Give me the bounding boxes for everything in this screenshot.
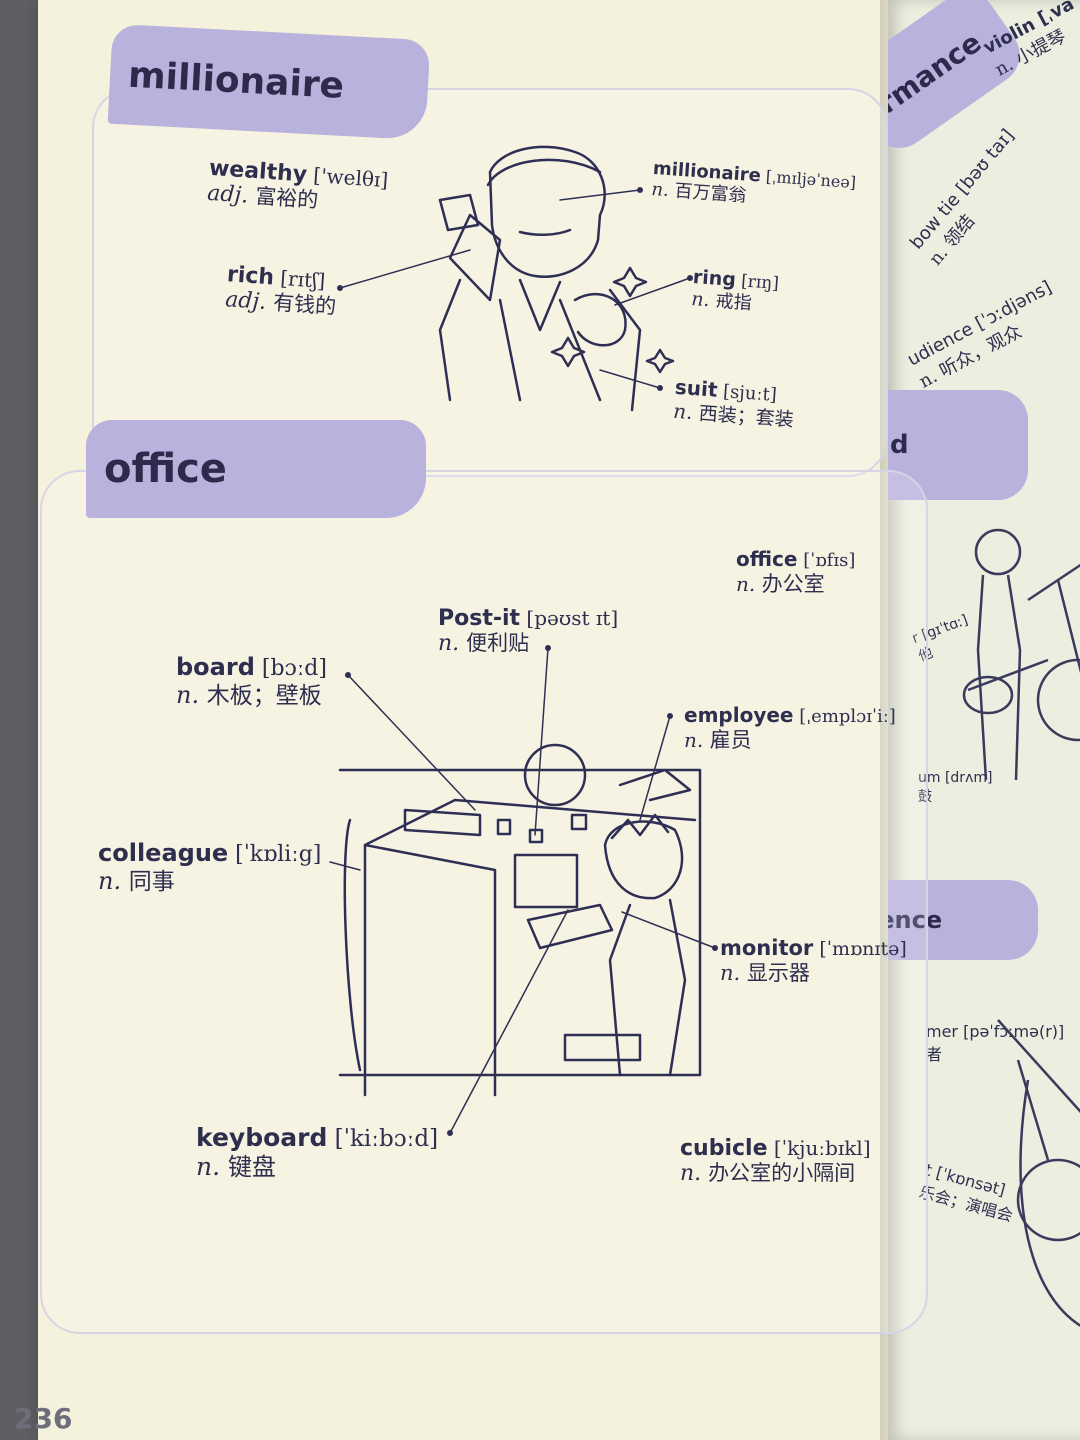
millionaire-tie (518, 278, 562, 332)
millionaire-head (488, 145, 606, 278)
sparkle-icon (645, 348, 675, 374)
word-drum: um [drʌm] 鼓 (918, 770, 993, 805)
right-page: rmance d ience violin [ˌva n. 小提琴 bow ti… (888, 0, 1080, 1440)
money-stack (448, 213, 502, 302)
post-it-note (528, 828, 544, 844)
word-colleague: colleague [ˈkɒliːg] n. 同事 (98, 839, 322, 895)
word-monitor: monitor [ˈmɒnɪtə] n. 显示器 (720, 936, 907, 985)
employee-head (603, 820, 684, 900)
right-tab-audience-label: ience (888, 906, 943, 934)
guitar-neck (967, 658, 1049, 692)
colleague-head (523, 743, 587, 807)
keyboard-icon (526, 903, 614, 950)
musician-body (976, 574, 1022, 781)
millionaire-section (92, 88, 888, 477)
right-tab-band-label: d (890, 430, 909, 460)
millionaire-hand (573, 292, 627, 347)
word-ring: ring [rɪŋ] n. 戒指 (690, 266, 780, 314)
colleague-body (343, 818, 362, 1072)
cubicle-illustration (338, 743, 702, 1097)
word-keyboard: keyboard [ˈkiːbɔːd] n. 键盘 (196, 1123, 439, 1181)
desk-chair (563, 1033, 642, 1062)
sparkle-icon (612, 266, 648, 298)
word-performer: mer [pəˈfɔːmə(r)] 者 (926, 1022, 1065, 1064)
word-board: board [bɔːd] n. 木板；壁板 (176, 653, 327, 709)
right-tab-audience: ience (888, 880, 1038, 960)
drum-stand (1027, 563, 1080, 674)
millionaire-illustration (438, 145, 675, 412)
post-it-note (570, 813, 588, 831)
banknote (438, 193, 480, 232)
word-cubicle: cubicle [ˈkjuːbɪkl] n. 办公室的小隔间 (680, 1136, 871, 1187)
monitor-icon (513, 853, 579, 909)
post-it-note (496, 818, 512, 836)
office-leader-lines (329, 647, 716, 1134)
cubicle-wall (363, 798, 697, 1097)
guitar-body (962, 675, 1014, 715)
word-suit: suit [sjuːt] n. 西装；套装 (672, 374, 795, 431)
office-title-tab: office (86, 420, 426, 518)
employee-hair (610, 813, 670, 840)
right-page-illustrations (962, 528, 1080, 1327)
office-title: office (104, 446, 227, 492)
word-employee: employee [ˌemplɔɪˈiː] n. 雇员 (684, 703, 896, 752)
drum-icon (1036, 658, 1080, 742)
musician-head (974, 528, 1022, 576)
performer-outline (1019, 1079, 1080, 1327)
word-post-it: Post-it [pəʊst ɪt] n. 便利贴 (438, 606, 619, 657)
performer-head (1016, 1158, 1080, 1242)
word-rich: rich [rɪtʃ] adj. 有钱的 (224, 262, 337, 320)
word-office: office [ˈɒfɪs] n. 办公室 (736, 547, 856, 596)
left-page (38, 0, 938, 1440)
sparkle-icon (550, 336, 586, 368)
spotlight-lines (997, 1019, 1080, 1161)
cubicle-outer (338, 768, 702, 1077)
office-section (40, 470, 928, 1334)
leader-dots (337, 187, 718, 1136)
millionaire-leader-lines (339, 189, 691, 389)
millionaire-hair (486, 158, 602, 187)
millionaire-suit (498, 298, 602, 402)
cubicle-board (403, 808, 482, 837)
millionaire-mustache (518, 228, 572, 236)
employee-body (608, 898, 687, 1077)
page-number: 236 (14, 1402, 73, 1435)
plant-leaves (618, 768, 692, 802)
